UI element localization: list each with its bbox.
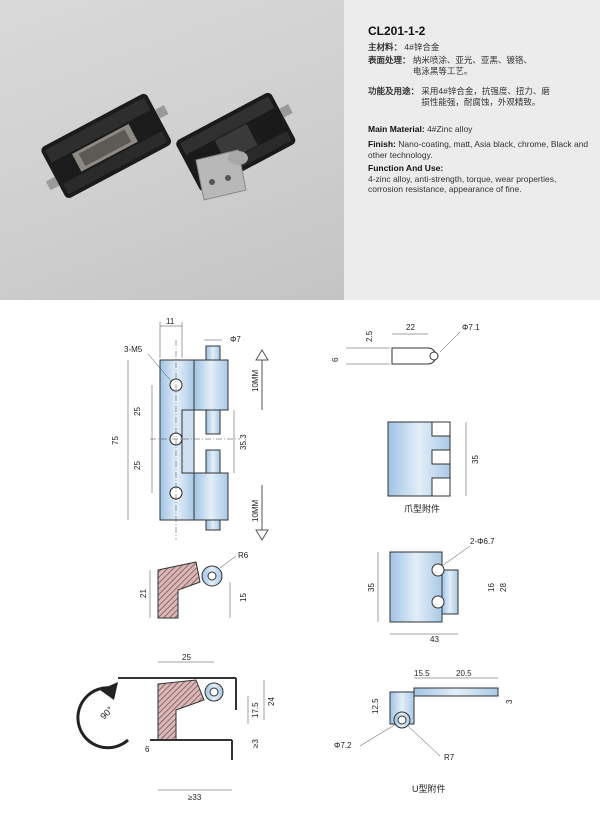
- dim-20-5: 20.5: [456, 669, 472, 678]
- en-finish-value: Nano-coating, matt, Asia black, chrome, …: [368, 139, 589, 160]
- dim-16: 16: [487, 583, 496, 592]
- cn-material-value: 4#锌合金: [404, 42, 440, 52]
- product-code: CL201-1-2: [368, 24, 426, 38]
- dim-11: 11: [166, 317, 175, 326]
- hinge-side-section: R6 21 15: [139, 551, 249, 619]
- dim-6-b: 6: [145, 745, 150, 754]
- dim-17-5: 17.5: [251, 702, 260, 718]
- dim-25-c: 25: [182, 653, 191, 662]
- dim-10mm-top: 10MM: [251, 369, 260, 392]
- en-function-label: Function And Use:: [368, 163, 444, 173]
- dim-15-5: 15.5: [414, 669, 430, 678]
- u-side-view: 15.5 20.5 12.5 3 Φ7.2 R7 U型附件: [334, 669, 514, 794]
- dim-21: 21: [139, 589, 148, 598]
- dim-15: 15: [239, 593, 248, 602]
- cn-material-row: 主材料： 4#锌合金: [368, 42, 439, 53]
- left-hinge-image: [41, 93, 172, 198]
- dim-2-5: 2.5: [365, 330, 374, 342]
- dim-43: 43: [430, 635, 439, 644]
- dim-12-5: 12.5: [371, 698, 380, 714]
- en-material-value: 4#Zinc alloy: [427, 124, 473, 134]
- cn-function-label: 功能及用途：: [368, 86, 420, 96]
- dim-25-a: 25: [133, 407, 142, 416]
- dim-35-a: 35: [471, 455, 480, 464]
- dim-phi7-2: Φ7.2: [334, 741, 352, 750]
- cn-function-value-1: 采用4#锌合金，抗强度、扭力、磨: [421, 86, 550, 96]
- dim-r7: R7: [444, 753, 455, 762]
- technical-drawings: 11 Φ7 3-M5 25 25 75 35.3 10MM 10MM R6 21…: [0, 300, 600, 811]
- dim-2-phi6-7: 2-Φ6.7: [470, 537, 495, 546]
- u-caption: U型附件: [412, 783, 446, 794]
- dim-angle-90: 90°: [98, 704, 115, 721]
- claw-side-view: 22 Φ7.1 2.5 6: [331, 323, 480, 365]
- cn-surface-value-1: 纳米喷涂、亚光、亚黑、镀铬、: [412, 55, 532, 65]
- en-function-value: 4-zinc alloy, anti-strength, torque, wea…: [368, 173, 557, 195]
- spec-panel: CL201-1-2 主材料： 4#锌合金 表面处理： 纳米喷涂、亚光、亚黑、镀铬…: [344, 0, 600, 300]
- hinge-front-view: 11 Φ7 3-M5 25 25 75 35.3 10MM 10MM: [111, 317, 269, 541]
- en-material-label: Main Material:: [368, 124, 425, 134]
- dim-24: 24: [267, 697, 276, 706]
- dim-28: 28: [499, 583, 508, 592]
- claw-front-view: 35 爪型附件: [387, 421, 480, 514]
- claw-caption: 爪型附件: [404, 503, 440, 514]
- dim-ge33: ≥33: [188, 793, 202, 802]
- en-finish-row: Finish: Nano-coating, matt, Asia black, …: [368, 139, 590, 160]
- cn-function-row: 功能及用途： 采用4#锌合金，抗强度、扭力、磨 损性能强，耐腐蚀，外观精致。: [368, 86, 550, 108]
- dim-25-b: 25: [133, 461, 142, 470]
- dim-35-3: 35.3: [239, 434, 248, 450]
- cn-surface-value-2: 电泳黑等工艺。: [412, 66, 473, 76]
- dim-3-m5: 3-M5: [124, 345, 143, 354]
- hinge-photo-illustration: [41, 92, 296, 201]
- u-plate-view: 2-Φ6.7 35 16 28 43: [367, 537, 508, 644]
- en-material-row: Main Material: 4#Zinc alloy: [368, 124, 590, 135]
- cn-surface-label: 表面处理：: [368, 55, 411, 65]
- dim-phi7-1: Φ7.1: [462, 323, 480, 332]
- en-finish-label: Finish:: [368, 139, 396, 149]
- dim-3: 3: [505, 699, 514, 704]
- dim-22: 22: [406, 323, 415, 332]
- cn-function-value-2: 损性能强，耐腐蚀，外观精致。: [421, 97, 541, 107]
- hinge-mount-view: 25 17.5 24 ≥3 6 ≥33 90°: [76, 653, 276, 802]
- dim-phi7: Φ7: [230, 335, 241, 344]
- en-function-row: Function And Use: 4-zinc alloy, anti-str…: [368, 163, 590, 195]
- dim-75: 75: [111, 436, 120, 445]
- dim-r6: R6: [238, 551, 249, 560]
- product-photo: [0, 0, 344, 300]
- dim-10mm-bottom: 10MM: [251, 499, 260, 522]
- dim-6-a: 6: [331, 357, 340, 362]
- cn-material-label: 主材料：: [368, 42, 403, 52]
- rotation-arrow-icon: [76, 686, 130, 750]
- cn-surface-row: 表面处理： 纳米喷涂、亚光、亚黑、镀铬、 电泳黑等工艺。: [368, 55, 532, 77]
- dim-ge3: ≥3: [251, 739, 260, 748]
- dim-35-b: 35: [367, 583, 376, 592]
